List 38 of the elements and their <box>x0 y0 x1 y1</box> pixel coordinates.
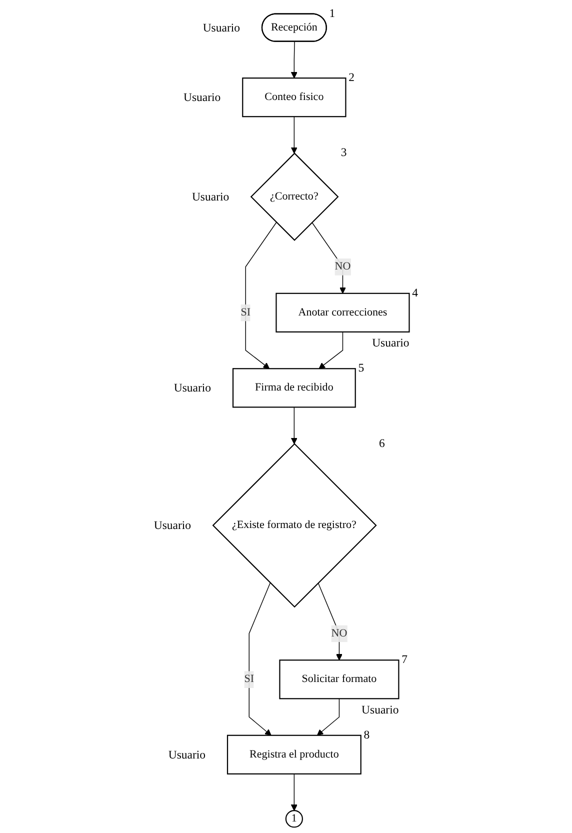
node-box: Firma de recibido <box>232 368 356 408</box>
node-diamond: ¿Correcto? <box>250 152 339 241</box>
step-number: 7 <box>402 653 408 666</box>
arrow <box>290 406 298 444</box>
node-box: Registra el producto <box>226 734 362 774</box>
node-box: Conteo fisico <box>242 78 346 118</box>
step-number: 3 <box>340 146 347 160</box>
arrow <box>245 222 277 369</box>
edge-label: SI <box>240 306 251 318</box>
arrow <box>290 41 298 78</box>
step-number: 4 <box>412 286 418 300</box>
node-box: Solicitar formato <box>279 660 400 700</box>
step-number: 8 <box>364 728 370 742</box>
edge-label: SI <box>244 673 254 686</box>
arrow <box>248 582 272 736</box>
arrow <box>290 116 298 154</box>
step-number: 2 <box>348 71 355 84</box>
arrow <box>318 582 342 660</box>
arrow <box>316 698 340 736</box>
arrow <box>312 222 346 294</box>
edge-label: NO <box>331 627 348 640</box>
step-number: 6 <box>378 436 385 450</box>
edge-label: NO <box>334 260 351 272</box>
role-label: Usuario <box>168 748 206 762</box>
arrow <box>290 774 298 811</box>
role-label: Usuario <box>202 21 240 34</box>
role-label: Usuario <box>372 336 410 350</box>
node-diamond: ¿Existe formato de registro? <box>212 443 377 608</box>
role-label: Usuario <box>183 91 221 104</box>
step-number: 5 <box>358 362 364 375</box>
role-label: Usuario <box>174 382 211 395</box>
role-label: Usuario <box>362 703 399 716</box>
arrow <box>318 332 344 369</box>
role-label: Usuario <box>154 519 192 532</box>
role-label: Usuario <box>192 190 230 204</box>
node-circle: 1 <box>285 810 303 828</box>
node-box: Anotar correcciones <box>276 292 410 332</box>
step-number: 1 <box>329 6 336 20</box>
